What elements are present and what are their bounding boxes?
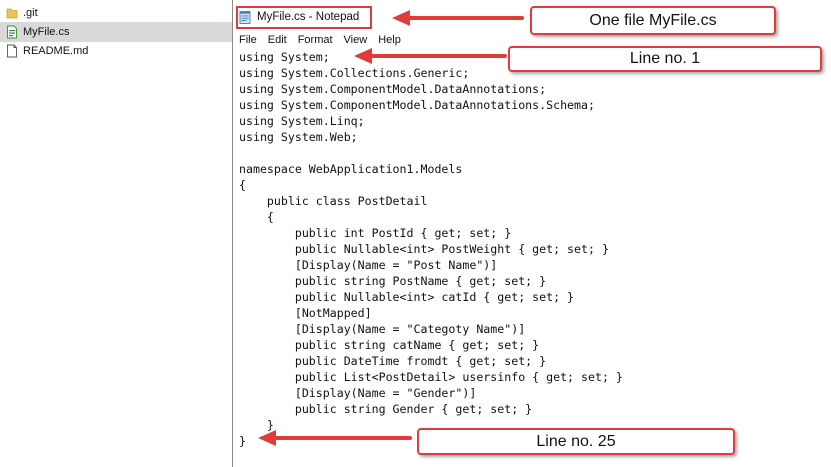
code-line: } <box>239 434 246 448</box>
code-line: } <box>239 418 274 432</box>
code-line: { <box>239 210 274 224</box>
text-editor[interactable]: using System; using System.Collections.G… <box>233 49 831 467</box>
callout-one-file: One file MyFile.cs <box>530 6 776 35</box>
code-line: public string PostName { get; set; } <box>239 274 547 288</box>
tree-item-label: .git <box>23 7 38 19</box>
folder-icon <box>6 8 18 19</box>
code-line: [NotMapped] <box>239 306 372 320</box>
code-line: [Display(Name = "Gender")] <box>239 386 477 400</box>
menu-edit[interactable]: Edit <box>267 34 287 46</box>
menu-bar: File Edit Format View Help <box>233 31 831 49</box>
menu-help[interactable]: Help <box>378 34 401 46</box>
menu-file[interactable]: File <box>239 34 257 46</box>
code-line: public DateTime fromdt { get; set; } <box>239 354 547 368</box>
code-line: public string catName { get; set; } <box>239 338 540 352</box>
code-line: public class PostDetail <box>239 194 428 208</box>
code-line: using System.ComponentModel.DataAnnotati… <box>239 82 547 96</box>
code-line: using System.Linq; <box>239 114 365 128</box>
title-group: MyFile.cs - Notepad <box>239 6 359 28</box>
code-line: namespace WebApplication1.Models <box>239 162 463 176</box>
code-line: public string Gender { get; set; } <box>239 402 533 416</box>
code-line: using System.Web; <box>239 130 358 144</box>
file-tree: .git MyFile.cs README.md <box>0 0 232 467</box>
window-title: MyFile.cs - Notepad <box>257 11 360 23</box>
tree-item-label: README.md <box>23 45 89 57</box>
menu-view[interactable]: View <box>343 34 368 46</box>
tree-item-git[interactable]: .git <box>0 3 232 23</box>
file-icon <box>7 44 17 58</box>
callout-line-25: Line no. 25 <box>417 428 735 455</box>
callout-text: Line no. 25 <box>536 432 616 450</box>
cs-file-icon <box>7 25 17 39</box>
code-line: using System; <box>239 50 330 64</box>
code-line: public Nullable<int> catId { get; set; } <box>239 290 575 304</box>
code-line: public Nullable<int> PostWeight { get; s… <box>239 242 609 256</box>
tree-item-readme[interactable]: README.md <box>0 41 232 61</box>
title-highlight-box <box>236 6 372 29</box>
callout-text: Line no. 1 <box>629 50 701 67</box>
notepad-icon <box>239 11 251 24</box>
callout-line-1: Line no. 1 <box>508 46 822 72</box>
code-line: [Display(Name = "Categoty Name")] <box>239 322 526 336</box>
code-line: public List<PostDetail> usersinfo { get;… <box>239 370 623 384</box>
code-line: public int PostId { get; set; } <box>239 226 512 240</box>
code-line: [Display(Name = "Post Name")] <box>239 258 498 272</box>
code-line: { <box>239 178 246 192</box>
code-line: using System.ComponentModel.DataAnnotati… <box>239 98 595 112</box>
code-line: using System.Collections.Generic; <box>239 66 470 80</box>
tree-item-myfile[interactable]: MyFile.cs <box>0 22 232 42</box>
callout-text: One file MyFile.cs <box>589 11 717 29</box>
tree-item-label: MyFile.cs <box>23 26 70 38</box>
menu-format[interactable]: Format <box>297 34 333 46</box>
